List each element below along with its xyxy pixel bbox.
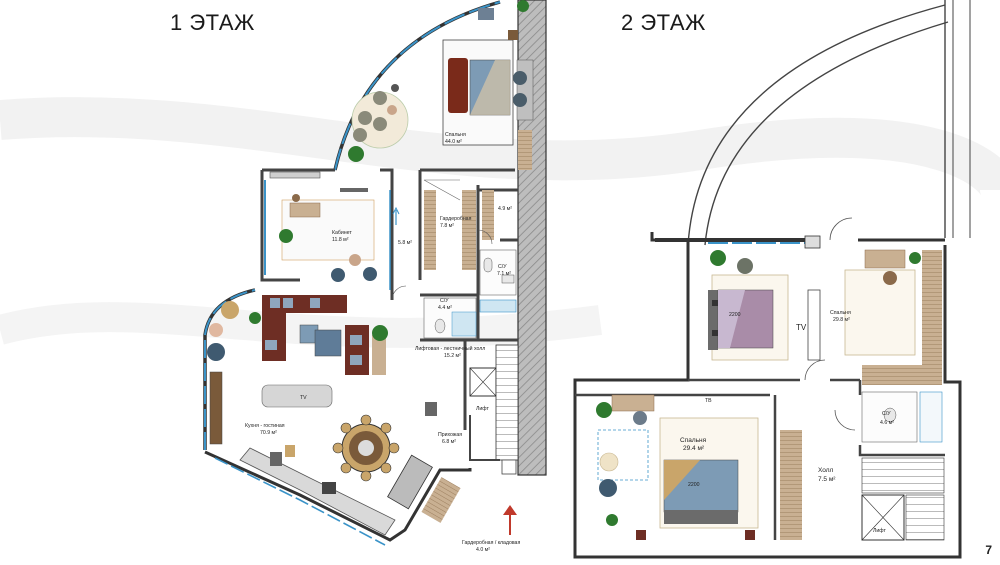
svg-text:Лифт: Лифт <box>476 406 489 412</box>
svg-text:2200: 2200 <box>729 312 741 318</box>
background-swoosh <box>0 97 1000 197</box>
svg-text:11.8 м²: 11.8 м² <box>332 237 349 243</box>
bathroom-1: С/У 7.1 м² <box>479 249 517 313</box>
floor-2-plan: 2200 TV Спальня 29.8 м² <box>573 0 971 559</box>
svg-text:TV: TV <box>796 323 807 332</box>
label-study: Кабинет <box>332 230 352 236</box>
floor-1-plan: Спальня 44.0 м² <box>203 0 547 553</box>
floor-1-title: 1 ЭТАЖ <box>170 10 255 35</box>
svg-text:6.8 м²: 6.8 м² <box>442 439 456 445</box>
label-bedroom-2b: Спальня <box>680 437 707 444</box>
svg-text:29.4 м²: 29.4 м² <box>683 445 705 452</box>
label-dressing: Гардеробная <box>440 216 472 222</box>
label-bedroom-1: Спальня <box>445 132 466 138</box>
svg-text:С/У: С/У <box>498 264 507 270</box>
svg-text:С/У: С/У <box>882 411 891 417</box>
svg-text:4.4 м²: 4.4 м² <box>438 305 452 311</box>
label-hall-2: Холл <box>818 467 834 474</box>
sofa-group: TV <box>261 295 388 408</box>
svg-text:С/У: С/У <box>440 298 449 304</box>
lift-2: Лифт <box>861 494 905 541</box>
label-lift-hall: Лифтовая - лестничный холл <box>415 345 485 352</box>
lounge-seating <box>348 84 409 162</box>
page-number: 7 <box>985 543 992 557</box>
svg-text:70.9 м²: 70.9 м² <box>260 430 277 436</box>
svg-text:29.8 м²: 29.8 м² <box>833 317 850 323</box>
dining-table <box>332 414 400 482</box>
svg-text:7.5 м²: 7.5 м² <box>818 476 836 483</box>
bedroom-2b: 2200 Спальня 29.4 м² ТВ <box>596 394 802 540</box>
lift-1: Лифт <box>469 367 497 412</box>
svg-text:15.2 м²: 15.2 м² <box>444 353 461 359</box>
study-room: Кабинет 11.8 м² <box>279 188 377 282</box>
svg-text:44.0 м²: 44.0 м² <box>445 139 462 145</box>
svg-text:TV: TV <box>300 395 307 401</box>
svg-text:7.8 м²: 7.8 м² <box>440 223 454 229</box>
svg-text:7.1 м²: 7.1 м² <box>497 271 511 277</box>
entrance-arrow-icon <box>503 505 517 535</box>
bed-headboard <box>448 58 468 113</box>
svg-text:Лифт: Лифт <box>873 528 886 534</box>
label-hall-1: Прихожая <box>438 432 462 438</box>
label-bedroom-2a: Спальня <box>830 310 851 316</box>
label-kitchen: Кухня - гостиная <box>245 423 285 429</box>
svg-text:4.6 м²: 4.6 м² <box>880 420 894 426</box>
label-corridor-2: 4.9 м² <box>498 206 512 212</box>
bathroom-floor-2: С/У 4.6 м² <box>861 391 943 443</box>
bedroom-2a: 2200 TV Спальня 29.8 м² <box>708 249 942 385</box>
label-wardrobe: Гардеробная / кладовая <box>462 540 520 546</box>
svg-text:2200: 2200 <box>688 482 700 488</box>
label-corridor-1: 5.8 м² <box>398 240 412 246</box>
floor-2-title: 2 ЭТАЖ <box>621 10 706 35</box>
svg-text:ТВ: ТВ <box>705 398 712 404</box>
bathroom-2: С/У 4.4 м² <box>423 297 477 339</box>
svg-text:4.0 м²: 4.0 м² <box>476 547 490 553</box>
